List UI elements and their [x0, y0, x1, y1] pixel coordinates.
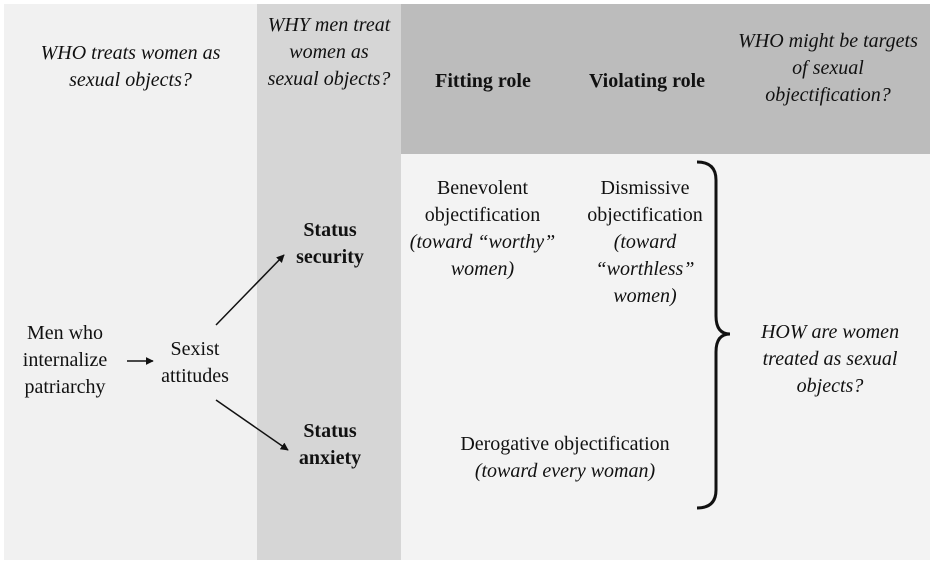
- header-why-men: WHY men treat women as sexual objects?: [267, 14, 391, 90]
- arrow-to-status-anxiety: [215, 399, 289, 451]
- dismissive-target: (toward “worthless” women): [595, 231, 695, 307]
- header-who-treats: WHO treats women as sexual objects?: [40, 42, 221, 91]
- node-status-anxiety: Status anxiety: [298, 420, 362, 469]
- header-who-targets: WHO might be targets of sexual objectifi…: [738, 30, 918, 106]
- node-men-who-internalize-patriarchy: Men who internalize patriarchy: [22, 322, 108, 398]
- right-curly-bracket: [696, 160, 731, 510]
- outcome-dismissive: Dismissive objectification (toward “wort…: [565, 175, 725, 310]
- outcome-benevolent: Benevolent objectification (toward “wort…: [405, 175, 560, 283]
- node-status-security: Status security: [296, 219, 364, 268]
- how-question: HOW are women treated as sexual objects?: [760, 321, 900, 397]
- dismissive-label: Dismissive objectification: [587, 177, 703, 226]
- outcome-derogative: Derogative objectification (toward every…: [420, 431, 710, 485]
- arrow-to-status-security: [215, 254, 285, 326]
- header-fitting-role: Fitting role: [435, 70, 531, 92]
- right-panel: [401, 154, 930, 560]
- derogative-label: Derogative objectification: [460, 433, 670, 455]
- derogative-target: (toward every woman): [474, 460, 656, 482]
- header-violating-role: Violating role: [588, 70, 706, 92]
- benevolent-label: Benevolent objectification: [424, 177, 541, 226]
- why-column: [257, 4, 401, 560]
- header-band: [401, 4, 930, 154]
- node-sexist-attitudes: Sexist attitudes: [161, 338, 229, 387]
- left-panel: [4, 4, 257, 560]
- benevolent-target: (toward “worthy” women): [409, 231, 556, 280]
